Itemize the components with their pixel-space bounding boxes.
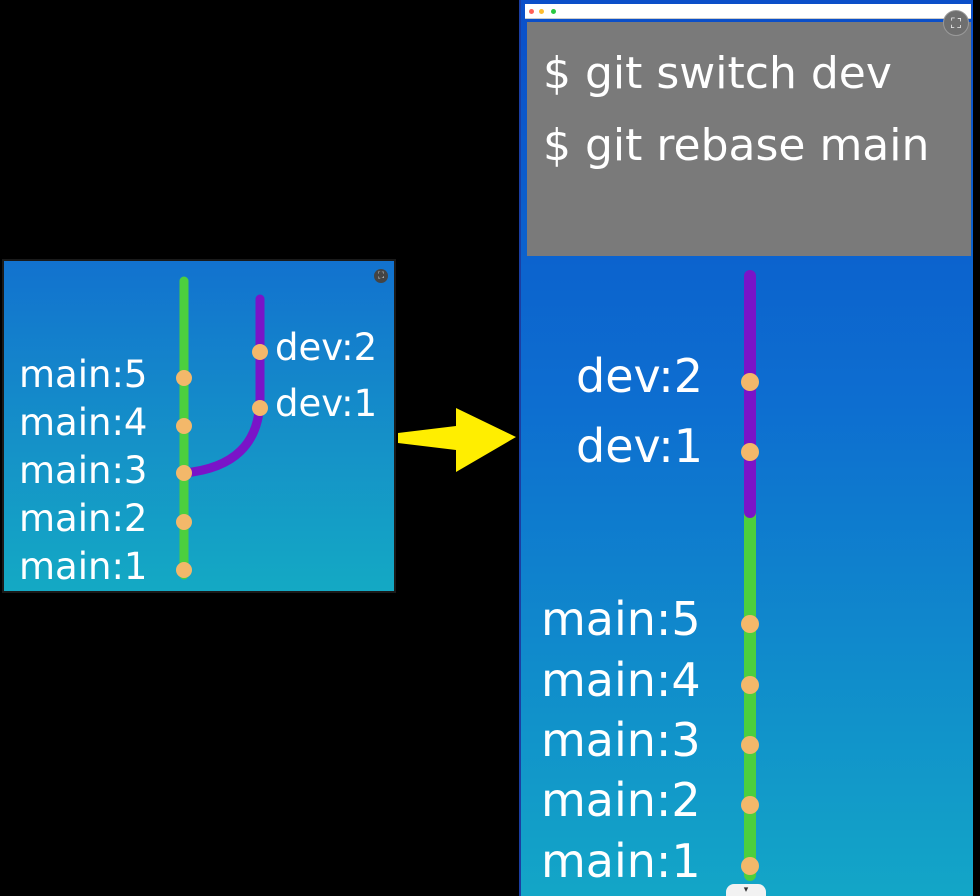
expand-icon[interactable]: ⛶ [374, 269, 388, 283]
commit-main-4 [741, 676, 759, 694]
before-rebase-panel: main:5 main:4 main:3 main:2 main:1 dev:2… [2, 259, 396, 593]
commit-dev-1 [252, 400, 268, 416]
yellow-arrow [398, 408, 516, 472]
chevron-down-icon[interactable]: ▾ [726, 884, 766, 896]
label-main-2: main:2 [541, 773, 701, 827]
dev-branch-line [179, 294, 265, 478]
label-main-2: main:2 [19, 497, 148, 540]
after-graph [741, 270, 759, 881]
commit-main-2 [741, 796, 759, 814]
label-dev-2: dev:2 [275, 326, 378, 369]
label-dev-2: dev:2 [576, 349, 703, 403]
commit-main-5 [741, 615, 759, 633]
commit-main-1 [176, 562, 192, 578]
titlebar-dot-yellow[interactable] [539, 9, 544, 14]
label-main-5: main:5 [19, 353, 148, 396]
commit-main-5 [176, 370, 192, 386]
label-main-4: main:4 [541, 653, 701, 707]
label-main-5: main:5 [541, 592, 701, 646]
commit-dev-1 [741, 443, 759, 461]
commit-main-2 [176, 514, 192, 530]
label-dev-1: dev:1 [576, 419, 703, 473]
command-switch: $ git switch dev [543, 48, 892, 99]
commit-main-4 [176, 418, 192, 434]
commit-dev-2 [252, 344, 268, 360]
label-dev-1: dev:1 [275, 382, 378, 425]
commit-dev-2 [741, 373, 759, 391]
label-main-3: main:3 [541, 713, 701, 767]
terminal-window: $ git switch dev $ git rebase main [527, 20, 971, 256]
label-main-4: main:4 [19, 401, 148, 444]
expand-icon[interactable]: ⛶ [943, 10, 969, 36]
label-main-1: main:1 [541, 834, 701, 888]
commit-main-1 [741, 857, 759, 875]
titlebar-dot-red[interactable] [529, 9, 534, 14]
terminal-titlebar [525, 4, 971, 19]
after-rebase-panel: $ git switch dev $ git rebase main ⛶ dev… [519, 0, 973, 896]
commit-main-3 [741, 736, 759, 754]
label-main-1: main:1 [19, 545, 148, 588]
label-main-3: main:3 [19, 449, 148, 492]
commit-main-3 [176, 465, 192, 481]
titlebar-dot-green[interactable] [551, 9, 556, 14]
before-graph [176, 276, 268, 580]
command-rebase: $ git rebase main [543, 120, 930, 171]
